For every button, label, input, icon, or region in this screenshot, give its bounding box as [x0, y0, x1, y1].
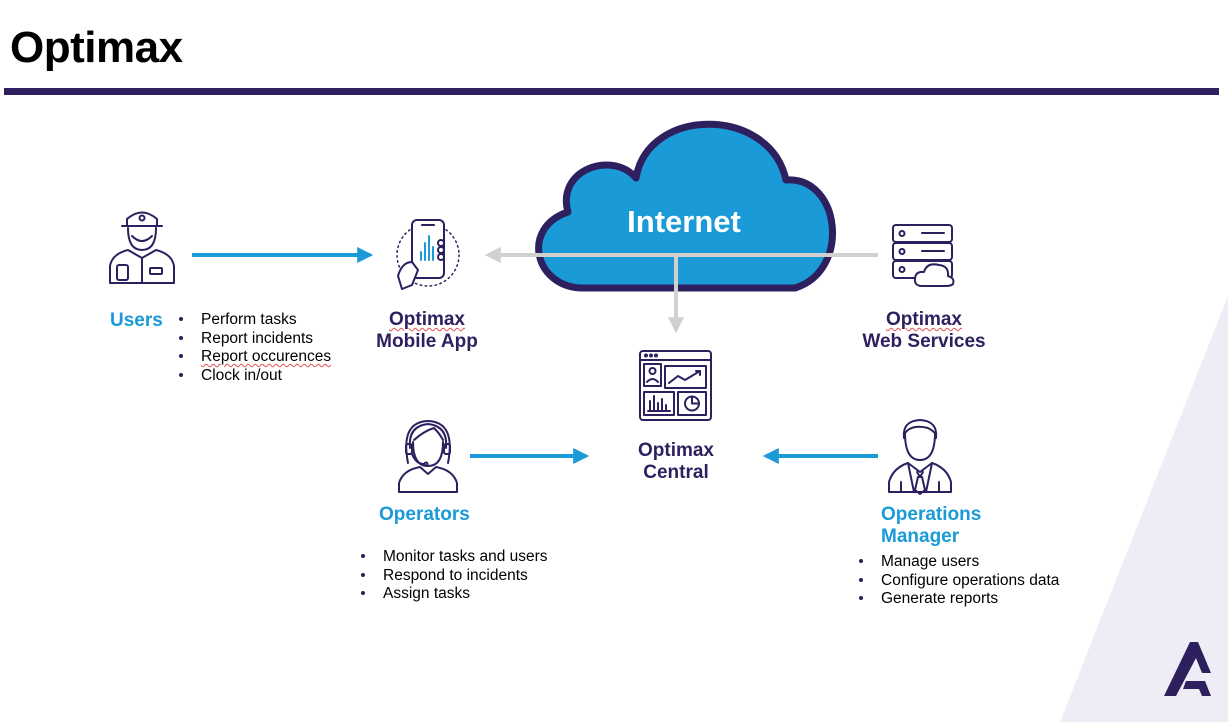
internet-cloud: [535, 120, 836, 292]
title-divider: [4, 88, 1219, 95]
users-label: Users: [110, 310, 163, 331]
mobile-app-label-line1: Optimax: [352, 309, 502, 331]
list-item: Generate reports: [858, 590, 1098, 609]
operations-manager-label-line2: Manager: [881, 526, 960, 547]
dashboard-icon: [639, 350, 712, 421]
smartphone-icon: [396, 219, 460, 290]
web-services-label: Optimax Web Services: [846, 309, 1002, 353]
list-item: Clock in/out: [178, 367, 378, 386]
list-item: Configure operations data: [858, 572, 1098, 591]
mobile-app-label: Optimax Mobile App: [352, 309, 502, 353]
mobile-app-label-line2: Mobile App: [376, 331, 478, 352]
central-label-line1: Optimax: [637, 440, 715, 461]
list-item: Assign tasks: [360, 585, 600, 604]
headset-operator-icon: [398, 420, 458, 493]
businessman-icon: [888, 419, 952, 495]
users-bullet-list: Perform tasks Report incidents Report oc…: [178, 311, 378, 385]
list-item: Respond to incidents: [360, 567, 600, 586]
operators-label: Operators: [379, 504, 470, 525]
operators-bullet-list: Monitor tasks and users Respond to incid…: [360, 548, 600, 604]
server-cloud-icon: [892, 224, 955, 287]
operations-manager-label-line1: Operations: [881, 504, 982, 525]
web-services-label-line2: Web Services: [862, 331, 986, 352]
list-item: Monitor tasks and users: [360, 548, 600, 567]
list-item: Report incidents: [178, 330, 378, 349]
brand-logo-icon: [1164, 642, 1211, 696]
central-label: Optimax Central: [616, 440, 736, 484]
list-item: Report occurences: [178, 348, 378, 367]
list-item: Manage users: [858, 553, 1098, 572]
operations-manager-label: Operations Manager: [881, 504, 981, 548]
slide-title: Optimax: [10, 23, 183, 72]
mobile-app-label-line1-text: Optimax: [388, 309, 466, 330]
security-guard-icon: [109, 211, 175, 284]
list-item: Perform tasks: [178, 311, 378, 330]
internet-label: Internet: [627, 204, 741, 239]
operations-manager-bullet-list: Manage users Configure operations data G…: [858, 553, 1098, 609]
web-services-label-line1-text: Optimax: [885, 309, 963, 330]
central-label-line2: Central: [643, 462, 709, 483]
list-item-text: Report occurences: [201, 348, 332, 365]
web-services-label-line1: Optimax: [846, 309, 1002, 331]
